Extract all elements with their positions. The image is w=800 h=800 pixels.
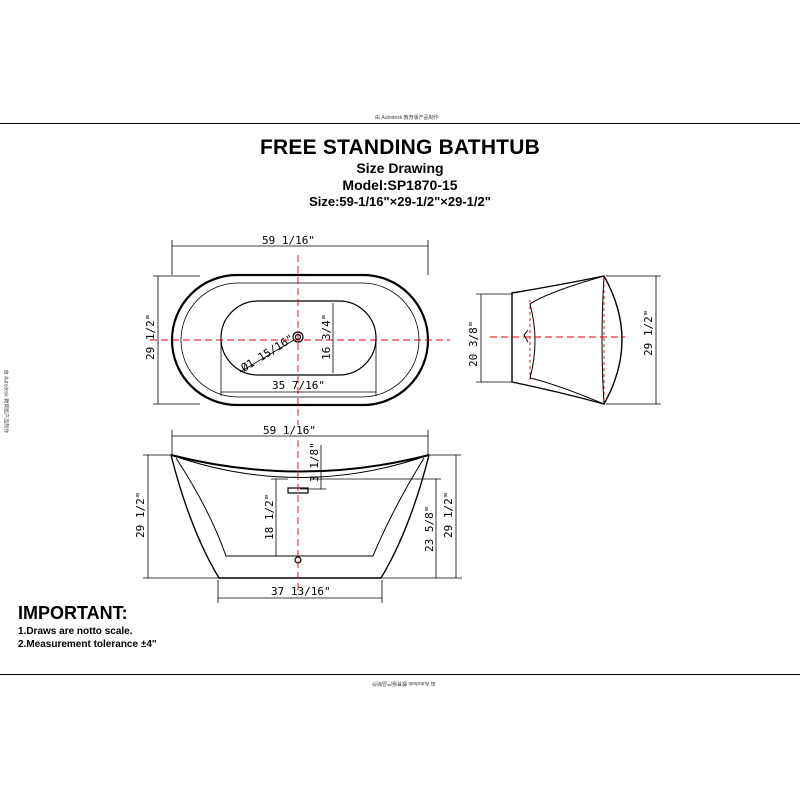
dim-inner-height: 18 1/2"	[263, 494, 276, 540]
dim-inner-length: 35 7/16"	[272, 379, 325, 392]
front-view-dimension-lines	[143, 430, 462, 603]
side-view-centerlines	[490, 278, 625, 402]
model-number: Model:SP1870-15	[342, 177, 458, 193]
dim-top-width: 29 1/2"	[144, 314, 157, 360]
important-note-2: 2.Measurement tolerance ±4"	[18, 639, 157, 650]
side-view-dimension-lines	[476, 275, 661, 405]
dim-line-drain	[239, 339, 295, 373]
drawing-frame	[0, 123, 800, 675]
important-note-1: 1.Draws are notto scale.	[18, 626, 133, 637]
front-view	[170, 454, 430, 579]
top-view-centerlines	[150, 255, 450, 425]
dim-front-left-height: 29 1/2"	[134, 492, 147, 538]
drawing-title: FREE STANDING BATHTUB	[260, 136, 540, 159]
side-view-outline	[511, 275, 623, 405]
dim-side-height: 20 3/8"	[467, 321, 480, 367]
side-view	[511, 275, 623, 405]
overall-size: Size:59-1/16"×29-1/2"×29-1/2"	[309, 194, 491, 209]
dim-overflow-height: 23 5/8"	[423, 506, 436, 552]
front-outer-shell	[170, 454, 430, 579]
dim-top-length: 59 1/16"	[262, 234, 315, 247]
important-notes: IMPORTANT: 1.Draws are notto scale. 2.Me…	[18, 603, 157, 650]
watermark-top: 由 Autodesk 教育版产品制作	[375, 115, 439, 121]
side-view-inner	[529, 275, 605, 405]
front-inner-basin	[175, 457, 425, 557]
dim-front-right-height: 29 1/2"	[442, 492, 455, 538]
dim-inner-depth: 16 3/4"	[320, 314, 333, 360]
dim-side-width: 29 1/2"	[642, 310, 655, 356]
important-heading: IMPORTANT:	[18, 603, 128, 623]
front-rim-lip	[170, 454, 430, 478]
dim-rim-drop: 3 1/8"	[308, 442, 321, 482]
dim-base-length: 37 13/16"	[271, 585, 331, 598]
dim-drain-diameter: Ø1 15/16"	[239, 332, 296, 375]
front-rim-top	[170, 454, 430, 473]
top-view-basin	[220, 300, 377, 376]
dim-front-length: 59 1/16"	[263, 424, 316, 437]
drawing-subtitle: Size Drawing	[356, 160, 444, 176]
side-view-drain	[523, 329, 529, 343]
top-view-dimension-lines	[153, 240, 429, 405]
